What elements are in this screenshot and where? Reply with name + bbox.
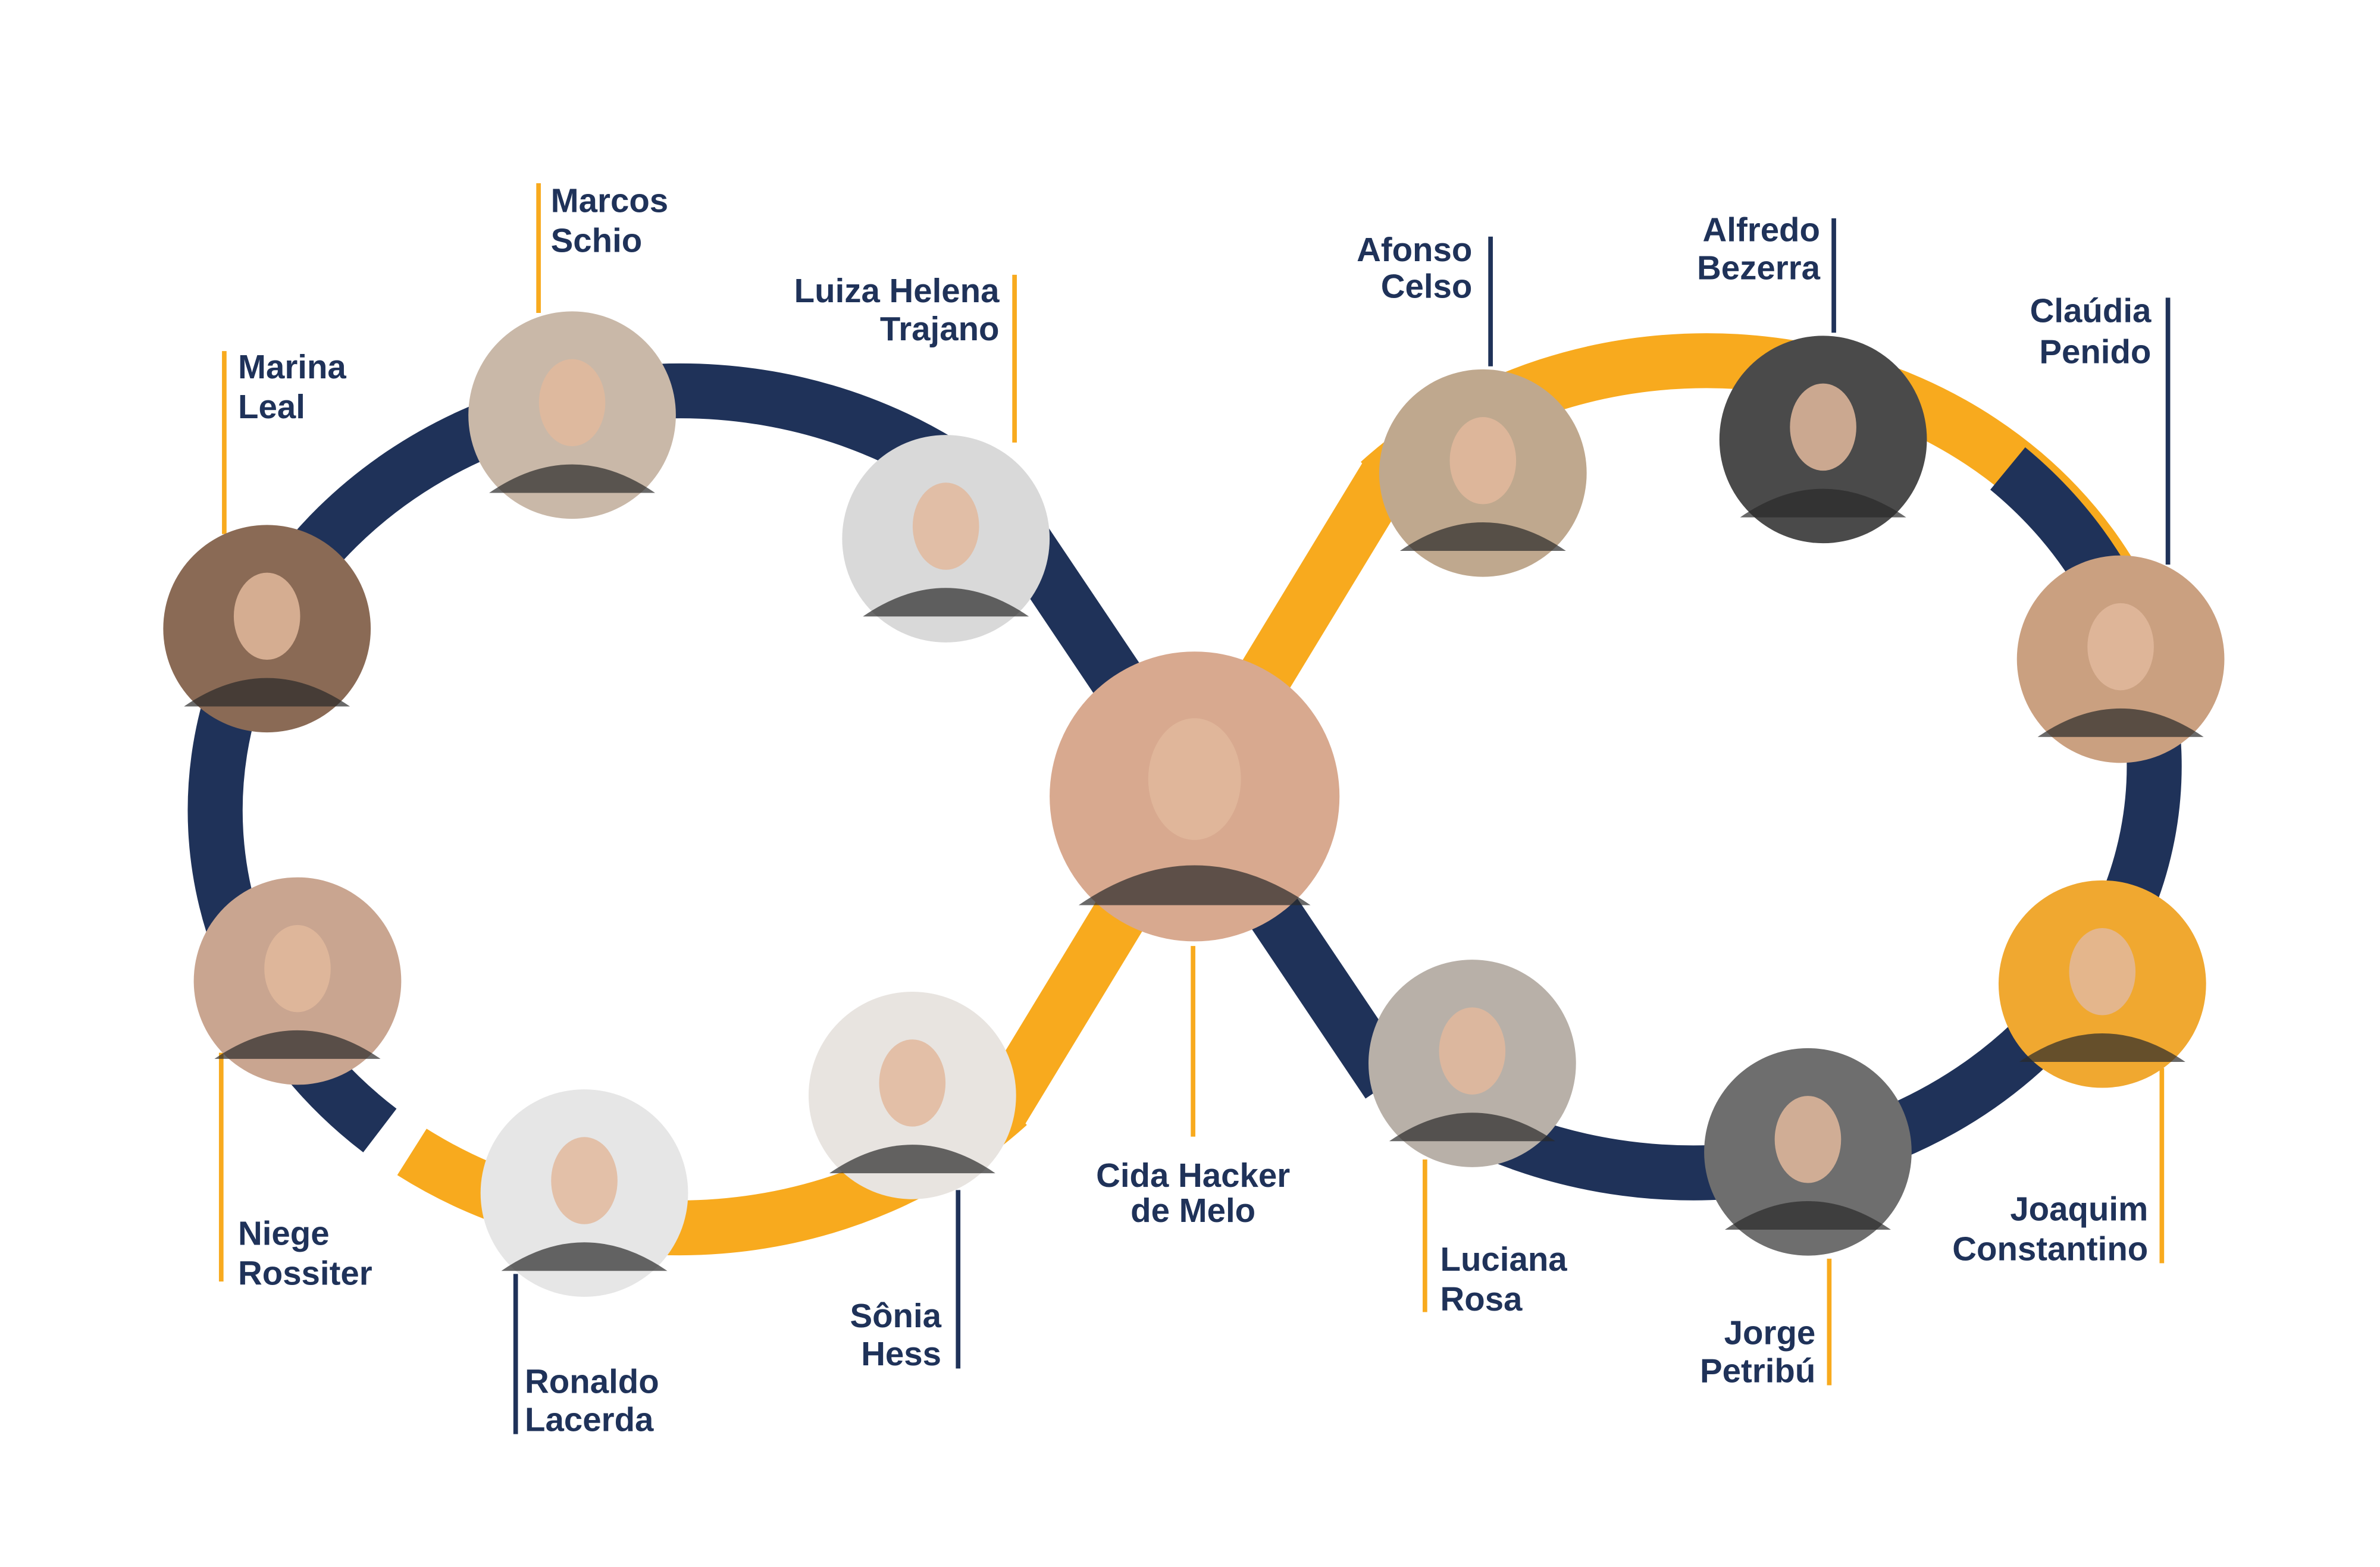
- person-name-line: Sônia: [850, 1297, 941, 1334]
- face-silhouette-icon: [1439, 1007, 1506, 1095]
- shoulders-silhouette-icon: [489, 464, 656, 493]
- person-name-line: Afonso: [1357, 231, 1472, 268]
- person-name-line: Luiza Helena: [794, 272, 1000, 309]
- shoulders-silhouette-icon: [501, 1242, 668, 1271]
- person-name-line: Jorge: [1724, 1314, 1816, 1351]
- face-silhouette-icon: [912, 482, 979, 570]
- shoulders-silhouette-icon: [1389, 1112, 1555, 1142]
- face-silhouette-icon: [2087, 603, 2154, 691]
- face-silhouette-icon: [879, 1039, 946, 1127]
- person-name-line: Petribú: [1700, 1352, 1815, 1389]
- shoulders-silhouette-icon: [863, 588, 1029, 617]
- shoulders-silhouette-icon: [1740, 488, 1906, 518]
- person-name-line: de Melo: [1130, 1192, 1255, 1229]
- person-name-line: Rosa: [1440, 1280, 1523, 1318]
- face-silhouette-icon: [1148, 718, 1241, 840]
- person-name-line: Claúdia: [2030, 292, 2152, 329]
- shoulders-silhouette-icon: [1399, 522, 1566, 551]
- face-silhouette-icon: [1774, 1096, 1842, 1183]
- person-name-line: Alfredo: [1703, 211, 1820, 248]
- face-silhouette-icon: [1449, 417, 1517, 504]
- person-name-line: Rossiter: [238, 1254, 372, 1292]
- person-name-line: Cida Hacker: [1096, 1157, 1290, 1194]
- shoulders-silhouette-icon: [1724, 1201, 1891, 1230]
- face-silhouette-icon: [551, 1137, 618, 1224]
- shoulders-silhouette-icon: [184, 678, 350, 707]
- face-silhouette-icon: [233, 572, 300, 660]
- person-name-line: Trajano: [880, 310, 1000, 347]
- person-name-line: Hess: [861, 1335, 941, 1372]
- face-silhouette-icon: [2069, 928, 2136, 1016]
- shoulders-silhouette-icon: [2037, 708, 2204, 737]
- person-name-line: Schio: [551, 221, 643, 259]
- person-name-line: Joaquim: [2010, 1190, 2148, 1228]
- person-name-line: Celso: [1381, 267, 1473, 305]
- person-name-line: Bezerra: [1697, 249, 1821, 287]
- shoulders-silhouette-icon: [214, 1030, 381, 1059]
- shoulders-silhouette-icon: [829, 1145, 995, 1174]
- person-name-line: Niege: [238, 1215, 330, 1252]
- shoulders-silhouette-icon: [1078, 865, 1311, 905]
- person-name-line: Luciana: [1440, 1240, 1568, 1278]
- shoulders-silhouette-icon: [2019, 1033, 2185, 1062]
- person-name-line: Marina: [238, 348, 346, 386]
- person-name-line: Leal: [238, 388, 305, 425]
- face-silhouette-icon: [538, 359, 606, 447]
- person-name-line: Penido: [2039, 333, 2151, 371]
- person-name-line: Lacerda: [525, 1400, 654, 1438]
- face-silhouette-icon: [1790, 383, 1856, 471]
- person-name-line: Ronaldo: [525, 1362, 659, 1400]
- face-silhouette-icon: [264, 924, 331, 1013]
- person-name-line: Marcos: [551, 182, 669, 220]
- person-name-line: Constantino: [1952, 1230, 2148, 1267]
